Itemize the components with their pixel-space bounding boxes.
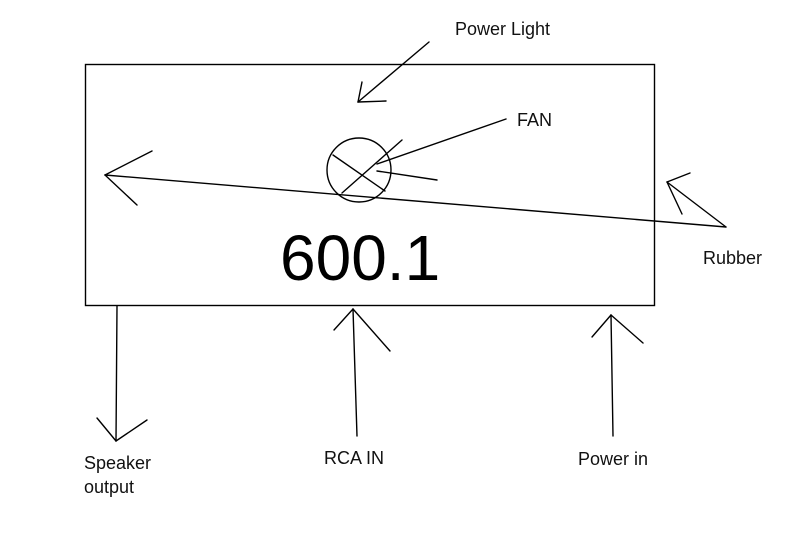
- rubber-label: Rubber: [703, 248, 763, 268]
- fan-arrow: [376, 118, 507, 165]
- power-light-label: Power Light: [455, 19, 551, 39]
- rca-in-label: RCA IN: [324, 448, 385, 468]
- power-light-arrow: [357, 41, 430, 103]
- device-model-label: 600.1: [280, 222, 441, 294]
- fan-label: FAN: [517, 110, 553, 130]
- fan-icon: [326, 137, 438, 203]
- speaker-output-label: Speaker output: [84, 453, 152, 497]
- speaker-output-arrow: [96, 305, 148, 442]
- rubber-arrow: [104, 150, 727, 228]
- rca-in-arrow: [333, 308, 391, 437]
- power-in-label: Power in: [578, 449, 649, 469]
- device-box: [84, 63, 656, 307]
- power-in-arrow: [591, 314, 644, 437]
